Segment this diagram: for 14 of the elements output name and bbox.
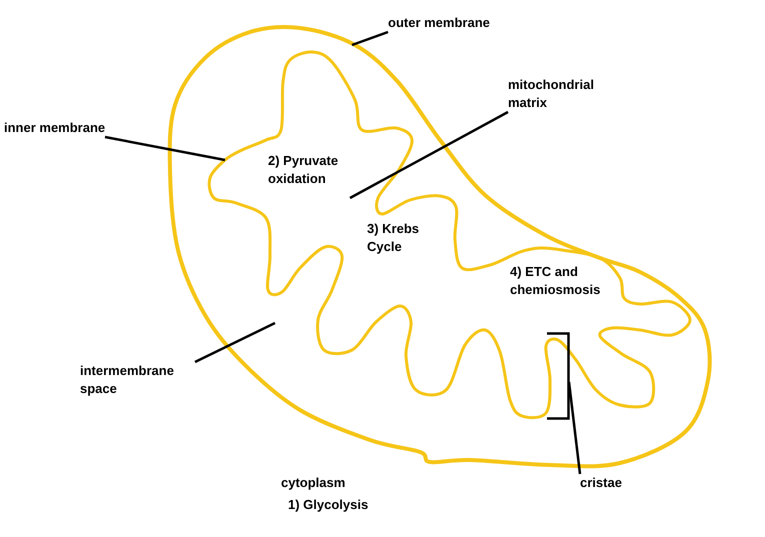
leader-line [194, 322, 276, 364]
stage-label: 2) Pyruvate oxidation [268, 152, 340, 188]
stage-label: 3) Krebs Cycle [367, 220, 420, 256]
stage-label: 1) Glycolysis [288, 496, 368, 514]
compartment-label: intermembrane space [80, 362, 195, 398]
structure-label: cristae [580, 474, 622, 492]
stage-label: 4) ETC and chemiosmosis [510, 263, 602, 299]
compartment-label: mitochondrial matrix [508, 76, 608, 112]
leader-line [352, 30, 388, 46]
leader-line [349, 110, 509, 200]
stage-label: cytoplasm [281, 474, 346, 492]
membrane-label: inner membrane [4, 119, 106, 137]
leader-line [104, 136, 226, 162]
membrane-label: outer membrane [388, 14, 490, 32]
